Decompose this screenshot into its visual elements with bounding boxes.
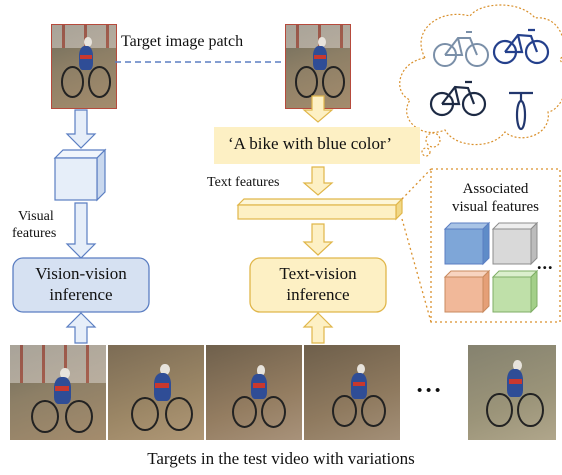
target-patch-right xyxy=(285,24,351,109)
associated-label-2: visual features xyxy=(451,199,540,215)
target-patch-label: Target image patch xyxy=(118,33,247,51)
arrow-frames-to-vv xyxy=(65,312,97,344)
cube-green xyxy=(491,269,539,314)
text-feature-bar xyxy=(236,197,404,221)
arrow-frames-to-tv xyxy=(302,312,334,344)
video-frame-1 xyxy=(10,345,108,440)
associated-features-panel xyxy=(430,168,561,323)
arrow-patch-to-query xyxy=(302,95,334,123)
bike-thought-cloud xyxy=(399,4,562,157)
query-box xyxy=(214,127,420,164)
video-frame-2 xyxy=(108,345,206,440)
associated-label-1: Associated xyxy=(462,181,529,197)
arrow-query-to-bar xyxy=(302,166,334,196)
figure-caption: Targets in the test video with variation… xyxy=(147,449,415,468)
blue-mountain-bike-icon xyxy=(492,28,550,65)
cube-ellipsis: ... xyxy=(537,253,554,273)
white-cruiser-bike-icon xyxy=(433,31,489,67)
frames-ellipsis: • • • xyxy=(417,383,441,399)
tv-inference-line1: Text-vision xyxy=(279,264,357,283)
cube-orange xyxy=(443,269,491,314)
video-frame-4 xyxy=(304,345,402,440)
visual-features-label-1: Visual xyxy=(18,209,54,224)
arrow-bar-to-tv xyxy=(302,223,334,256)
text-vision-box xyxy=(249,257,387,313)
video-frame-5 xyxy=(468,345,558,440)
visual-features-label-2: features xyxy=(12,226,57,241)
bike-front-view-icon xyxy=(509,91,533,131)
vision-vision-box xyxy=(12,257,150,313)
tv-inference-line2: inference xyxy=(286,285,350,304)
arrow-patch-to-cube xyxy=(65,109,97,149)
visual-feature-cube xyxy=(53,148,107,202)
vv-inference-line2: inference xyxy=(49,285,113,304)
target-patch-left xyxy=(51,24,117,109)
cube-blue xyxy=(443,221,491,266)
query-text: ‘A bike with blue color’ xyxy=(228,134,392,153)
black-mountain-bike-icon xyxy=(429,80,487,117)
video-frame-3 xyxy=(206,345,304,440)
assoc-link-top xyxy=(401,168,432,200)
arrow-cube-to-vv xyxy=(65,202,97,259)
cube-gray xyxy=(491,221,539,266)
vv-inference-line1: Vision-vision xyxy=(35,264,127,283)
assoc-link-bottom xyxy=(401,218,432,323)
text-features-label: Text features xyxy=(207,175,280,190)
